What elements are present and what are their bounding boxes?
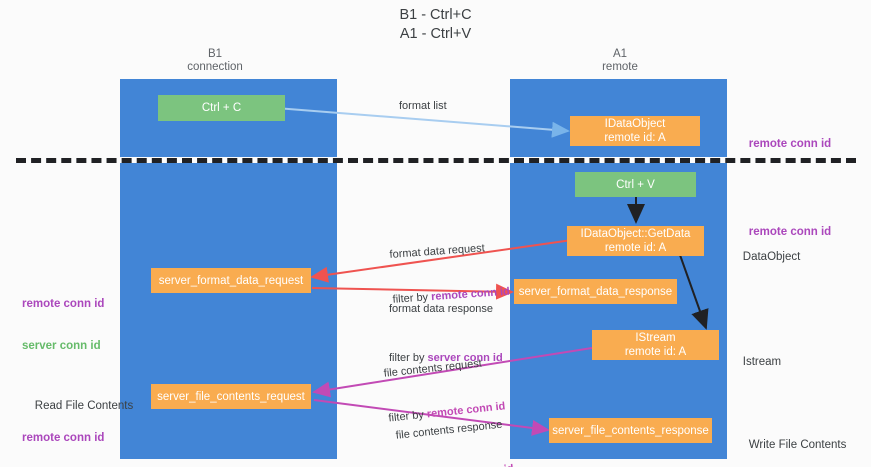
- edge-label-format-list: format list: [399, 100, 447, 112]
- edge-label-format-data-response-line2: filter by server conn id: [389, 351, 503, 366]
- annotation-write-file-contents: Write File Contents: [736, 424, 847, 466]
- page-title: B1 - Ctrl+C A1 - Ctrl+V: [399, 7, 472, 42]
- node-server-file-contents-request-label: server_file_contents_request: [157, 390, 305, 403]
- node-istream-label: IStream: [635, 332, 676, 344]
- node-istream[interactable]: IStream remote id: A: [592, 330, 719, 360]
- node-server-format-data-response[interactable]: server_format_data_response: [514, 279, 677, 304]
- annotation-remote-conn-id-mid-text: remote conn id: [748, 226, 832, 238]
- node-ctrl-v-label: Ctrl + V: [616, 178, 655, 191]
- filter-key-server-conn-id: server conn id: [438, 463, 514, 467]
- annotation-istream: Istream: [730, 341, 781, 383]
- edge-label-format-data-response: format data response filter by server co…: [389, 272, 503, 396]
- node-ctrl-c-label: Ctrl + C: [201, 102, 242, 114]
- annotation-write-file-contents-text: Write File Contents: [748, 439, 847, 451]
- edge-label-file-contents-response: file contents response filter by server …: [392, 387, 518, 467]
- edge-label-format-data-response-line1: format data response: [389, 303, 493, 315]
- node-server-format-data-request[interactable]: server_format_data_request: [151, 268, 311, 293]
- node-ctrl-v[interactable]: Ctrl + V: [575, 172, 696, 197]
- node-ctrl-c[interactable]: Ctrl + C: [158, 95, 285, 121]
- node-server-file-contents-request[interactable]: server_file_contents_request: [151, 384, 311, 409]
- column-header-a1: A1 remote: [602, 48, 638, 73]
- edge-label-file-contents-request-line1: file contents request: [383, 357, 483, 380]
- annotation-left-server-conn-id: server conn id: [22, 340, 101, 352]
- edge-label-format-data-request-line1: format data request: [389, 242, 486, 261]
- annotation-read-file-contents: Read File Contents: [22, 385, 133, 427]
- annotation-left-remote-conn-id: remote conn id: [22, 298, 105, 310]
- annotation-remote-conn-id-mid: remote conn id: [736, 211, 831, 253]
- node-server-format-data-request-label: server_format_data_request: [158, 274, 304, 287]
- node-server-format-data-response-label: server_format_data_response: [518, 285, 673, 298]
- annotation-istream-text: Istream: [742, 356, 782, 368]
- node-idataobject-getdata-sub: remote id: A: [604, 242, 667, 254]
- filter-prefix: filter by: [389, 352, 428, 364]
- edge-label-file-contents-response-line2: filter by server conn id: [400, 462, 515, 467]
- phase-separator: [16, 158, 856, 163]
- filter-key-server-conn-id: server conn id: [427, 352, 503, 364]
- column-header-b1: B1 connection: [187, 48, 243, 73]
- node-idataobject[interactable]: IDataObject remote id: A: [570, 116, 700, 146]
- lane-b1-bottom: [120, 163, 337, 459]
- annotation-read-file-contents-text: Read File Contents: [34, 400, 134, 412]
- annotation-left-conn-ids-2: remote conn id server conn id: [22, 403, 104, 467]
- annotation-left-remote-conn-id-2: remote conn id: [22, 432, 105, 444]
- node-idataobject-getdata[interactable]: IDataObject::GetData remote id: A: [567, 226, 704, 256]
- annotation-left-conn-ids: remote conn id server conn id: [22, 269, 104, 381]
- node-idataobject-sub: remote id: A: [604, 132, 666, 144]
- lane-a1-bottom: [510, 163, 727, 459]
- node-server-file-contents-response[interactable]: server_file_contents_response: [549, 418, 712, 443]
- annotation-remote-conn-id-top-text: remote conn id: [748, 138, 832, 150]
- node-idataobject-label: IDataObject: [604, 118, 666, 130]
- annotation-remote-conn-id-top: remote conn id: [736, 123, 831, 165]
- node-idataobject-getdata-label: IDataObject::GetData: [580, 228, 691, 240]
- edge-label-file-contents-response-line1: file contents response: [395, 418, 503, 442]
- node-istream-sub: remote id: A: [624, 346, 687, 358]
- annotation-dataobject-text: DataObject: [742, 251, 801, 263]
- node-server-file-contents-response-label: server_file_contents_response: [552, 424, 709, 437]
- annotation-dataobject: DataObject: [730, 236, 801, 278]
